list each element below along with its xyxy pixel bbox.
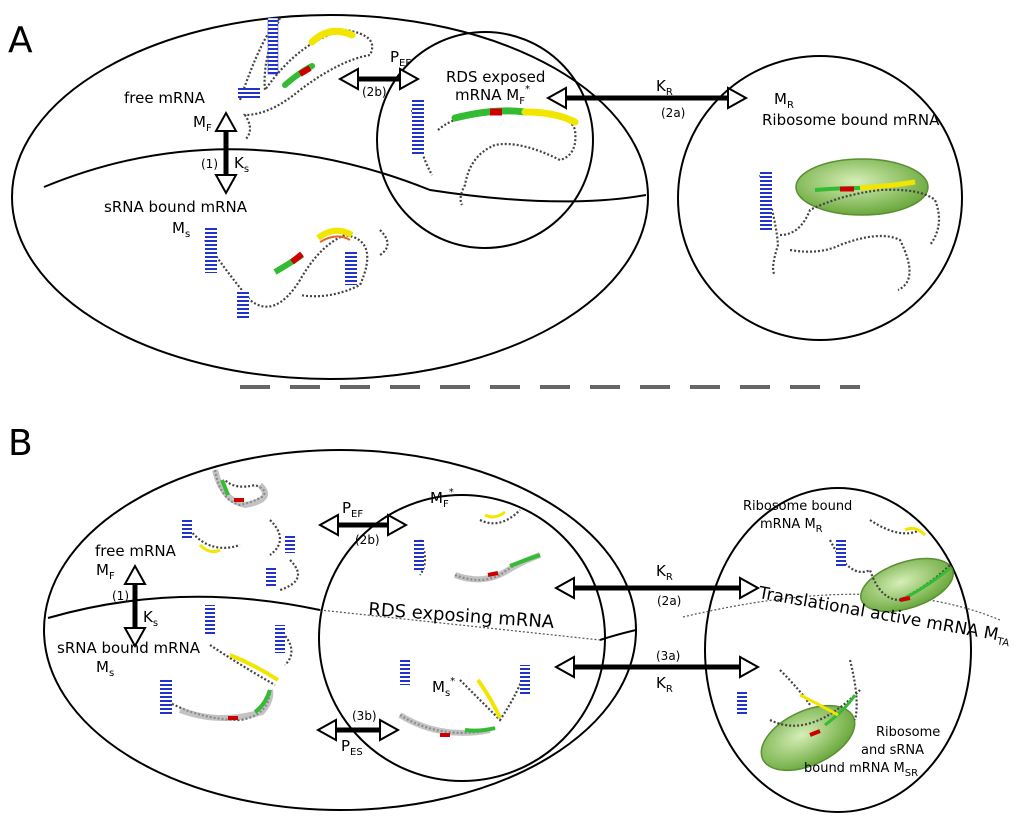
panel-b-mfstar-label: MF*: [430, 487, 454, 510]
panel-a-step2b: (2b): [362, 85, 387, 99]
panel-a-step1: (1): [201, 157, 218, 171]
panel-b-srna-bound-structures: [160, 605, 293, 722]
panel-b-divider-right: [599, 629, 637, 641]
panel-b-ribosome-compartment: [704, 487, 972, 813]
panel-b-kr-bottom-label: KR: [656, 674, 673, 695]
panel-a-ks-label: Ks: [234, 154, 249, 175]
panel-b-srna-bound-label: sRNA bound mRNA: [57, 639, 201, 657]
panel-a-rds-circle: [376, 31, 594, 249]
panel-a-arrow-kr: [545, 86, 749, 110]
panel-a-mf-label: MF: [193, 113, 212, 134]
panel-b-step3a: (3a): [656, 649, 680, 663]
panel-a-ribosome-bound-label: Ribosome bound mRNA: [762, 111, 940, 129]
panel-b-ribo-srna-line3: bound mRNA MSR: [804, 761, 918, 779]
panel-b-step2b: (2b): [355, 533, 380, 547]
panel-b-rds-exposing-label: RDS exposing mRNA: [368, 599, 556, 633]
panel-a-ribosome-bound-structure: [758, 158, 941, 292]
panel-a-ribosome-circle: [677, 55, 963, 341]
panel-b-rds-exposing-structures: [398, 509, 541, 737]
panel-a-free-mrna-label: free mRNA: [124, 89, 206, 107]
panel-b-arrow-ks: [123, 563, 147, 649]
panel-b-step3b: (3b): [352, 709, 377, 723]
panel-b-mf-label: MF: [96, 561, 115, 582]
panel-a-left-compartment: [11, 14, 649, 380]
panel-a-step2a: (2a): [661, 106, 685, 120]
panel-b-msstar-label: Ms*: [432, 676, 455, 699]
panel-b-ribo-srna-line2: and sRNA: [861, 743, 924, 758]
panel-b-step1: (1): [112, 589, 129, 603]
panel-a-rds-line2: mRNA MF*: [455, 84, 530, 107]
panel-b-ms-label: Ms: [96, 658, 114, 679]
panel-a-pef-label: PEF: [390, 48, 411, 69]
panel-a-rds-line1: RDS exposed: [446, 68, 545, 86]
panel-b-ribosome-top: [860, 557, 954, 613]
panel-a: A: [8, 14, 963, 380]
panel-a-free-mrna-structure: [238, 17, 374, 141]
panel-b-kr-top-label: KR: [656, 562, 673, 583]
panel-b-divider-left: [47, 595, 321, 619]
panel-b-ribosome-bound-line1: Ribosome bound: [743, 499, 852, 514]
panel-b-rds-circle: [318, 494, 606, 782]
panel-b-arrow-pes: [315, 718, 401, 742]
panel-a-mr-label: MR: [774, 90, 794, 111]
panel-b-ribosome-bound-line2: mRNA MR: [760, 517, 823, 535]
panel-b-pef-label: PEF: [342, 499, 363, 520]
panel-a-letter: A: [8, 20, 33, 61]
panel-b-ks-label: Ks: [143, 608, 158, 629]
panel-a-arrow-pef: [337, 67, 421, 91]
panel-a-rds-exposed-structure: [410, 100, 579, 206]
panel-a-arrow-ks: [214, 110, 238, 196]
panel-a-kr-label: KR: [656, 77, 673, 98]
panel-b-letter: B: [8, 423, 33, 464]
panel-b-arrow-kr-bottom: [553, 655, 761, 679]
panel-a-srna-bound-label: sRNA bound mRNA: [104, 198, 248, 216]
panel-b-divider-dotted: [319, 609, 601, 641]
panel-b: B: [8, 423, 1010, 813]
panel-b-ribo-srna-line1: Ribosome: [876, 725, 940, 740]
panel-b-arrow-pef: [317, 513, 409, 537]
panel-b-ribosome-compartment-structures: [737, 519, 954, 772]
panel-a-ms-label: Ms: [172, 219, 190, 240]
panel-b-step2a: (2a): [657, 594, 681, 608]
panel-a-srna-bound-structure: [204, 227, 389, 320]
panel-b-pes-label: PES: [341, 737, 363, 758]
panel-b-free-mrna-label: free mRNA: [95, 542, 177, 560]
panel-b-arrow-kr-top: [553, 576, 761, 600]
panel-b-free-mrna-structures: [182, 469, 300, 592]
